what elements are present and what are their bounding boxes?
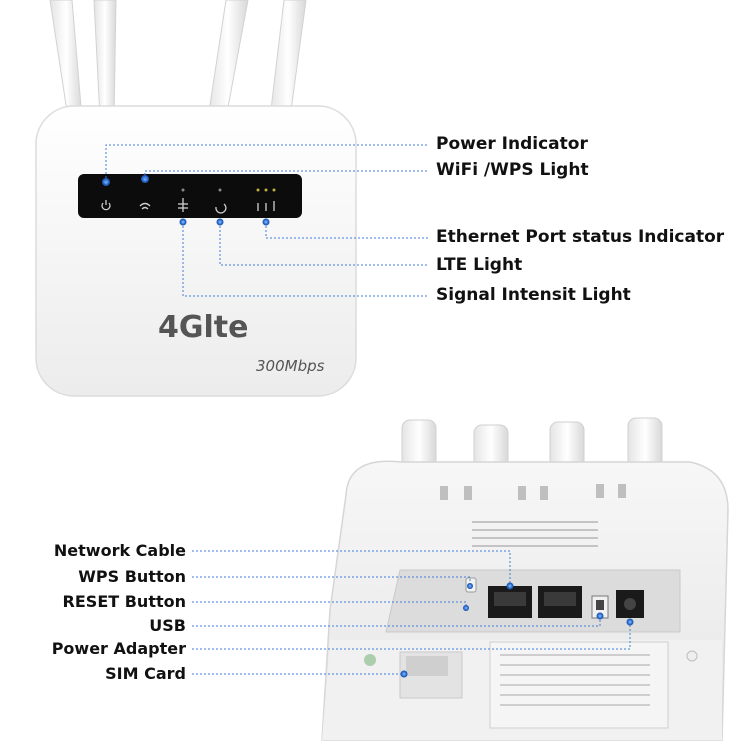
leader-dot (596, 612, 604, 620)
signal-led (181, 188, 185, 192)
leader-dot (262, 218, 270, 226)
vent-slot (440, 486, 448, 500)
leader-dot (467, 583, 473, 589)
callout-signal-light: Signal Intensit Light (436, 285, 631, 305)
callout-lte-light: LTE Light (436, 255, 523, 275)
speed-text: 300Mbps (256, 357, 325, 375)
leader-dot (463, 605, 469, 611)
vent-slot (618, 484, 626, 498)
vent-slot (596, 484, 604, 498)
usb-port-inner (596, 600, 604, 610)
leader-dot (216, 218, 224, 226)
router-front-body (35, 105, 357, 397)
callout-wifi-wps-light: WiFi /WPS Light (436, 160, 589, 180)
leader-dot (400, 670, 408, 678)
leader-line-ethernet (265, 222, 428, 239)
cert-mark (364, 654, 376, 666)
leader-line-usb (192, 616, 601, 627)
vent-slot (464, 486, 472, 500)
callout-power-adapter: Power Adapter (51, 639, 186, 658)
bottom-leader-dots (400, 582, 634, 678)
vent-slot (540, 486, 548, 500)
leader-dot (626, 618, 634, 626)
screw-hole (686, 650, 698, 662)
power-icon (101, 202, 111, 211)
led-panel (78, 174, 302, 218)
callout-reset-button: RESET Button (62, 592, 186, 611)
vent-slot (518, 486, 526, 500)
lte-led (218, 188, 222, 192)
antenna (49, 0, 83, 119)
leader-line-wifi (144, 170, 428, 179)
antenna (269, 0, 307, 119)
eth-led (272, 188, 276, 192)
wifi-icon (139, 202, 151, 210)
leader-dot (506, 582, 514, 590)
leader-line-power (105, 144, 428, 182)
front-router: 4Glte 300Mbps (35, 0, 357, 397)
rj45-port-inner (544, 592, 576, 606)
lte-icon (215, 203, 227, 214)
eth-led (256, 188, 260, 192)
sim-card (406, 656, 448, 676)
callout-ethernet-port-indicator: Ethernet Port status Indicator (436, 227, 725, 247)
leader-dot (179, 218, 187, 226)
back-router (321, 417, 729, 741)
leader-line-signal (182, 222, 428, 297)
rj45-port-inner (494, 592, 526, 606)
eth-led (264, 188, 268, 192)
callout-sim-card: SIM Card (105, 664, 186, 683)
power-jack-inner (624, 598, 636, 610)
antenna (93, 0, 117, 119)
antenna (207, 0, 249, 119)
leader-line-lte (219, 222, 428, 266)
top-leader-lines (105, 144, 428, 297)
callout-network-cable: Network Cable (53, 541, 186, 560)
leader-line-power-adapter (192, 622, 631, 650)
callout-usb: USB (149, 616, 186, 635)
leader-line-network-cable (192, 550, 511, 586)
brand-badge: 4Glte (158, 310, 248, 345)
callout-power-indicator: Power Indicator (436, 134, 588, 154)
callout-wps-button: WPS Button (78, 567, 186, 586)
top-leader-dots (179, 218, 270, 226)
